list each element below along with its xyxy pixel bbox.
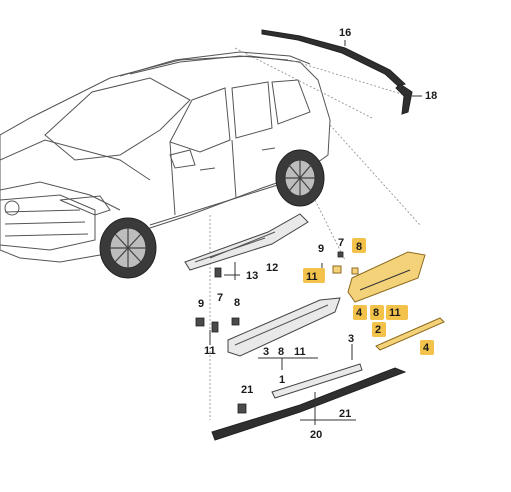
callout-2: 2 [375,324,381,336]
callout-12: 12 [266,262,278,274]
lower-moulding-part [211,367,407,441]
callout-20: 20 [310,429,322,441]
moulding-strip-part [271,363,363,399]
callout-8-group: 8 [278,346,284,358]
sill-trim-part [184,213,309,280]
callout-11-upper: 11 [306,271,318,283]
callout-11-mid: 11 [389,307,401,319]
rear-door-trim-part [321,251,445,351]
callout-11-group: 11 [294,346,306,358]
leader-lines [209,47,421,420]
callout-21-group: 21 [339,408,351,420]
callout-8-mid: 8 [373,307,379,319]
callout-7-lower: 7 [217,292,223,304]
callout-8-lower: 8 [234,297,240,309]
front-door-trim-part [195,297,341,357]
roof-trim-part [261,29,422,115]
callout-8-upper: 8 [356,241,362,253]
callout-18: 18 [425,90,437,102]
callout-21-clip: 21 [241,384,253,396]
callout-9-upper: 9 [318,243,324,255]
callout-7-upper: 7 [338,237,344,249]
callout-3-strip: 3 [348,333,354,345]
callout-11-lower: 11 [204,345,216,357]
callout-4-upper: 4 [356,307,363,319]
callout-13: 13 [246,270,258,282]
callout-4-lower: 4 [423,342,430,354]
callout-1: 1 [279,374,285,386]
callout-3-group: 3 [263,346,269,358]
car-illustration [0,51,331,279]
clip-icon [214,267,222,278]
callout-16: 16 [339,27,351,39]
callout-9-lower: 9 [198,298,204,310]
